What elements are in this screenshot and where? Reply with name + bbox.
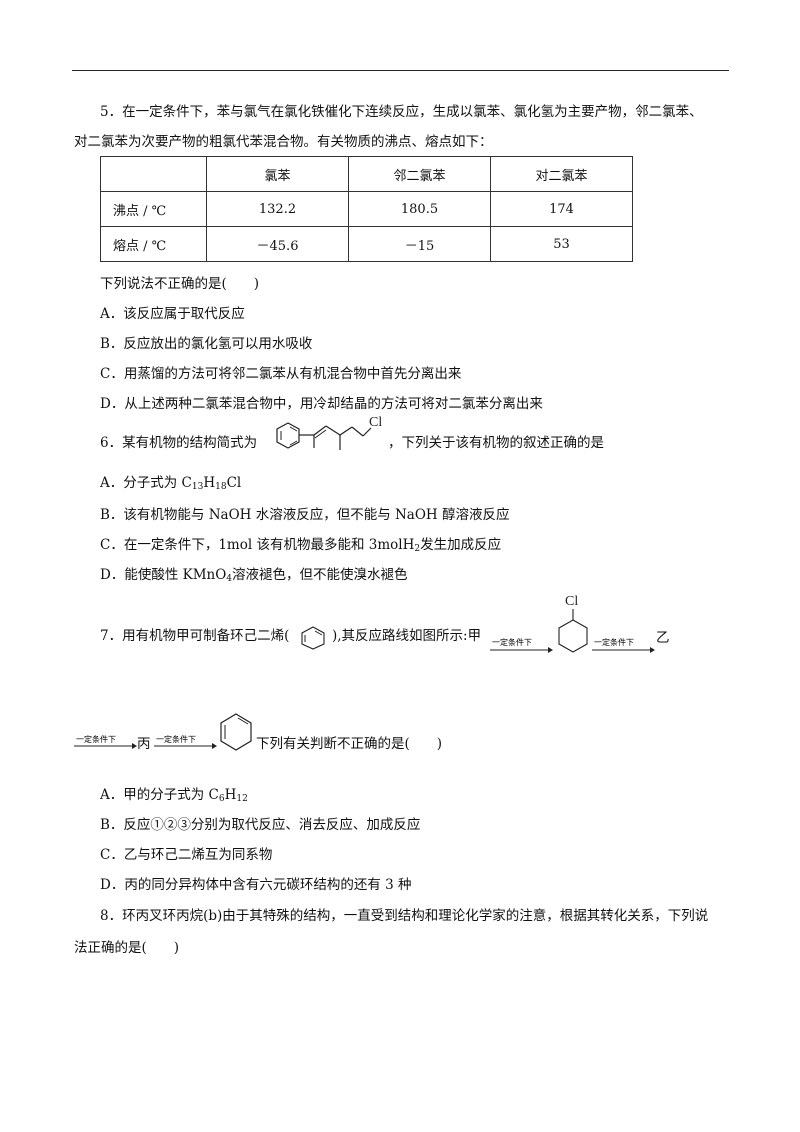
reaction-arrow-3: 一定条件下 — [74, 734, 137, 749]
q6-stem-after: ，下列关于该有机物的叙述正确的是 — [388, 435, 604, 451]
table-cell: 174 — [490, 191, 633, 227]
q7-stem-before: 7．用有机物甲可制备环己二烯( — [100, 628, 290, 644]
reaction-arrow-2: 一定条件下 — [592, 637, 655, 653]
arrow-condition-label: 一定条件下 — [594, 637, 634, 647]
table-cell: 53 — [490, 226, 633, 262]
q6-option-b: B．该有机物能与 NaOH 水溶液反应，但不能与 NaOH 醇溶液反应 — [100, 507, 510, 523]
table-cell: 132.2 — [206, 191, 349, 227]
table-row: 沸点 / ℃ 132.2 180.5 174 — [100, 191, 633, 227]
table-header-p-dichlorobenzene: 对二氯苯 — [490, 156, 633, 192]
table-cell: －45.6 — [206, 226, 349, 262]
q6-stem-before: 6．某有机物的结构简式为 — [100, 435, 258, 451]
q5-stem-line2: 对二氯苯为次要产物的粗氯代苯混合物。有关物质的沸点、熔点如下： — [74, 134, 493, 150]
arrow-condition-label: 一定条件下 — [76, 734, 116, 744]
arrow-condition-label: 一定条件下 — [492, 637, 532, 647]
q5-option-b: B．反应放出的氯化氢可以用水吸收 — [100, 336, 313, 352]
properties-table: 氯苯 邻二氯苯 对二氯苯 沸点 / ℃ 132.2 180.5 174 熔点 /… — [100, 156, 633, 262]
reaction-arrow-4: 一定条件下 — [154, 734, 217, 749]
q5-option-d: D．从上述两种二氯苯混合物中，用冷却结晶的方法可将对二氯苯分离出来 — [100, 396, 543, 412]
q6-option-a: A．分子式为 C13H18Cl — [100, 475, 242, 492]
table-cell: －15 — [348, 226, 491, 262]
chlorocyclohexane-structure: Cl — [558, 594, 588, 653]
row-label-melting: 熔点 / ℃ — [100, 226, 207, 262]
q7-option-c: C．乙与环己二烯互为同系物 — [100, 847, 273, 863]
table-header-o-dichlorobenzene: 邻二氯苯 — [348, 156, 491, 192]
compound-yi-label: 乙 — [656, 630, 670, 646]
q6-option-c: C．在一定条件下，1mol 该有机物最多能和 3molH2发生加成反应 — [100, 537, 502, 554]
q5-question: 下列说法不正确的是( ) — [100, 276, 260, 292]
table-row: 熔点 / ℃ －45.6 －15 53 — [100, 226, 633, 262]
arrow-condition-label: 一定条件下 — [156, 734, 196, 744]
table-header-chlorobenzene: 氯苯 — [206, 156, 349, 192]
compound-bing-label: 丙 — [137, 736, 151, 752]
chlorocyclohexane-cl-label: Cl — [565, 594, 578, 609]
q5-stem-line1: 5．在一定条件下，苯与氯气在氯化铁催化下连续反应，生成以氯苯、氯化氢为主要产物，… — [100, 104, 703, 120]
reaction-arrow-1: 一定条件下 — [490, 637, 553, 653]
q6-structure-cl-label: Cl — [369, 415, 382, 430]
q8-stem-line1: 8．环丙叉环丙烷(b)由于其特殊的结构，一直受到结构和理论化学家的注意，根据其转… — [100, 908, 709, 924]
q5-option-a: A．该反应属于取代反应 — [100, 306, 245, 322]
q7-option-a: A．甲的分子式为 C6H12 — [100, 787, 248, 804]
q6-structure-diagram: Cl — [276, 415, 382, 450]
row-label-boiling: 沸点 / ℃ — [100, 191, 207, 227]
q5-option-c: C．用蒸馏的方法可将邻二氯苯从有机混合物中首先分离出来 — [100, 366, 462, 382]
q7-stem-after: ),其反应路线如图所示:甲 — [332, 628, 482, 644]
q7-option-d: D．丙的同分异构体中含有六元碳环结构的还有 3 种 — [100, 877, 412, 893]
q7-option-b: B．反应①②③分别为取代反应、消去反应、加成反应 — [100, 817, 421, 833]
header-rule — [72, 70, 729, 71]
cyclohexadiene-icon — [301, 626, 325, 650]
table-cell: 180.5 — [348, 191, 491, 227]
table-header-row: 氯苯 邻二氯苯 对二氯苯 — [100, 156, 633, 192]
table-cell — [100, 156, 207, 192]
q8-stem-line2: 法正确的是( ) — [74, 940, 180, 956]
q7-stem-tail: 下列有关判断不正确的是( ) — [256, 736, 443, 752]
product-cyclohexadiene-structure — [220, 713, 252, 751]
q6-option-d: D．能使酸性 KMnO4溶液褪色，但不能使溴水褪色 — [100, 567, 408, 584]
